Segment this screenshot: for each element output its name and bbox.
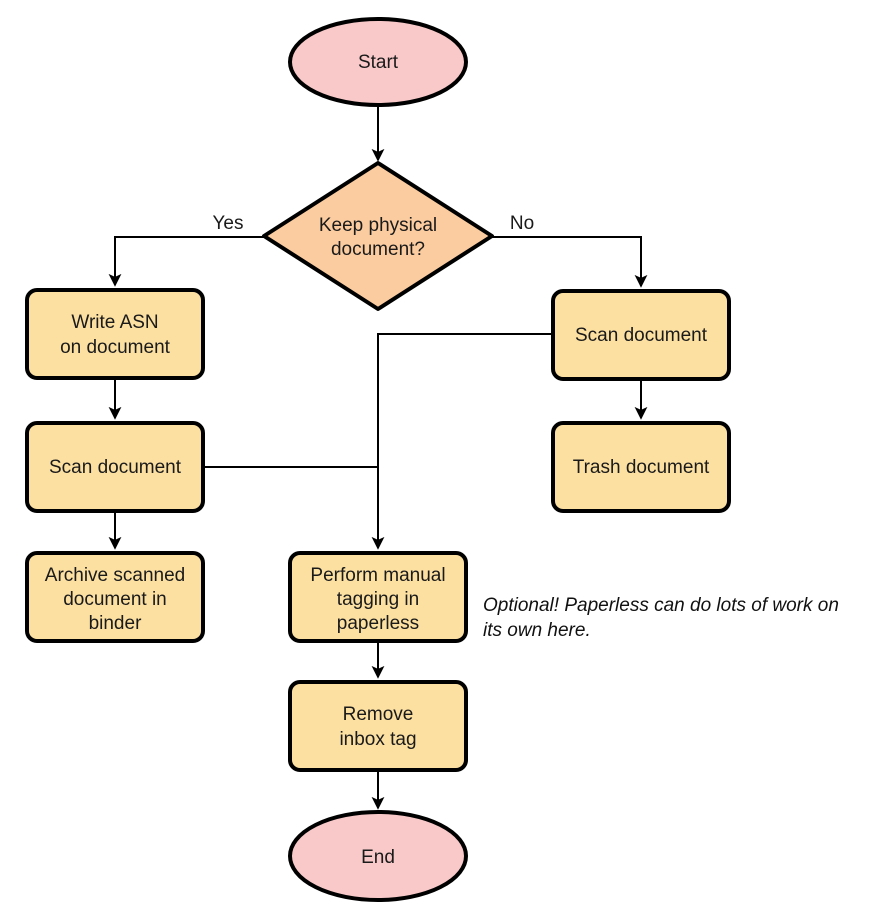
trash-box-shape (551, 421, 731, 513)
edge-label-yes: Yes (213, 213, 244, 234)
node-decision-keep-physical-document[interactable]: Keep physical document? (262, 161, 494, 311)
annotation-line1: Optional! Paperless can do lots of work … (483, 595, 839, 616)
decision-label-line1: Keep physical (319, 215, 437, 236)
tagging-label-line3: paperless (337, 613, 419, 634)
end-label: End (361, 847, 395, 868)
edge-label-no: No (510, 213, 534, 234)
archive-box-shape (25, 551, 205, 643)
node-write-asn-on-document[interactable]: Write ASN on document (25, 288, 205, 380)
node-scan-document-right[interactable]: Scan document (551, 289, 731, 381)
node-trash-document[interactable]: Trash document (551, 421, 731, 513)
decision-diamond-shape (262, 161, 494, 311)
tagging-label-line2: tagging in (337, 589, 419, 610)
write-asn-label-line1: Write ASN (71, 312, 158, 333)
write-asn-label-line2: on document (60, 337, 171, 358)
archive-label-line2: document in (63, 589, 167, 610)
scan-left-box-shape (25, 421, 205, 513)
node-start[interactable]: Start (288, 17, 468, 107)
node-end[interactable]: End (288, 810, 468, 902)
node-scan-document-left[interactable]: Scan document (25, 421, 205, 513)
archive-label-line3: binder (89, 613, 142, 634)
scan-right-label: Scan document (575, 325, 708, 346)
annotation-line2: its own here. (483, 620, 591, 641)
decision-label-line2: document? (331, 239, 425, 260)
tagging-label-line1: Perform manual (310, 565, 445, 586)
remove-inbox-label-line1: Remove (343, 704, 414, 725)
tagging-box-shape (288, 551, 468, 643)
start-ellipse-shape (288, 17, 468, 107)
scan-left-label: Scan document (49, 457, 182, 478)
edge-decision-yes-to-write-asn (108, 236, 264, 287)
node-archive-scanned-document[interactable]: Archive scanned document in binder (25, 551, 205, 643)
end-ellipse-shape (288, 810, 468, 902)
edge-decision-no-to-scan-right (492, 236, 648, 288)
start-label: Start (358, 52, 399, 73)
remove-inbox-box-shape (288, 680, 468, 772)
node-remove-inbox-tag[interactable]: Remove inbox tag (288, 680, 468, 772)
write-asn-box-shape (25, 288, 205, 380)
scan-right-box-shape (551, 289, 731, 381)
edge-scan-right-to-tagging (371, 333, 553, 550)
remove-inbox-label-line2: inbox tag (339, 729, 416, 750)
node-perform-manual-tagging[interactable]: Perform manual tagging in paperless (288, 551, 468, 643)
archive-label-line1: Archive scanned (45, 565, 185, 586)
trash-label: Trash document (573, 457, 710, 478)
